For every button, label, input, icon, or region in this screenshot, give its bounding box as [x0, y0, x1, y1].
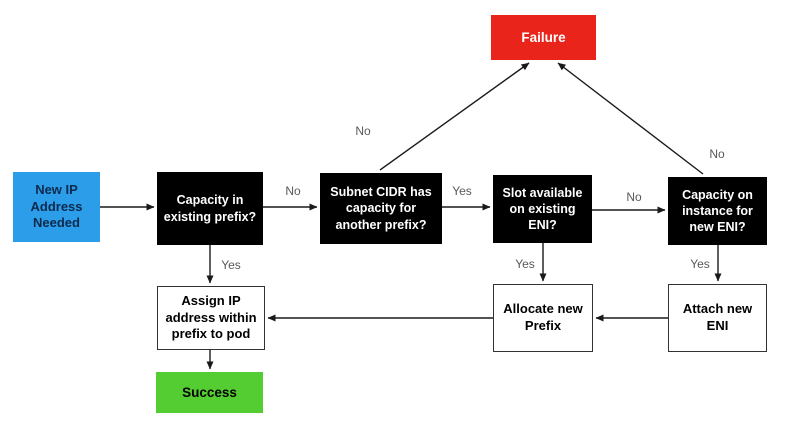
node-label: Slot available on existing ENI?	[502, 185, 583, 233]
edge-label-subnet-no: No	[355, 124, 371, 138]
edge-label-capacity-eni-no: No	[709, 147, 725, 161]
arrow-capacity-eni-no-to-failure	[557, 62, 704, 175]
node-new-ip-needed: New IP Address Needed	[13, 172, 100, 242]
node-label: Assign IP address within prefix to pod	[165, 292, 257, 342]
node-label: New IP Address Needed	[30, 181, 83, 231]
node-label: Capacity on instance for new ENI?	[682, 187, 753, 235]
node-assign-ip-to-pod: Assign IP address within prefix to pod	[157, 286, 265, 350]
node-slot-available-eni: Slot available on existing ENI?	[493, 175, 592, 243]
node-subnet-cidr-capacity: Subnet CIDR has capacity for another pre…	[320, 173, 442, 244]
node-label: Failure	[521, 29, 566, 45]
edge-label-capacity-yes: Yes	[221, 258, 241, 272]
node-capacity-existing-prefix: Capacity in existing prefix?	[157, 172, 263, 245]
edge-label-subnet-yes: Yes	[452, 184, 472, 198]
edge-label-capacity-eni-yes: Yes	[690, 257, 710, 271]
node-allocate-new-prefix: Allocate new Prefix	[493, 284, 593, 352]
node-capacity-instance-new-eni: Capacity on instance for new ENI?	[668, 177, 767, 245]
node-success: Success	[156, 372, 263, 413]
node-label: Attach new ENI	[682, 301, 753, 333]
edge-label-slot-yes: Yes	[515, 257, 535, 271]
node-label: Capacity in existing prefix?	[163, 193, 257, 224]
node-label: Subnet CIDR has capacity for another pre…	[330, 185, 432, 232]
node-label: Allocate new Prefix	[503, 301, 583, 333]
node-label: Success	[182, 384, 237, 400]
node-failure: Failure	[491, 15, 596, 60]
arrow-subnet-no-to-failure	[379, 62, 530, 171]
node-attach-new-eni: Attach new ENI	[668, 284, 767, 352]
edge-label-slot-no: No	[626, 190, 642, 204]
edge-label-capacity-no: No	[285, 184, 301, 198]
